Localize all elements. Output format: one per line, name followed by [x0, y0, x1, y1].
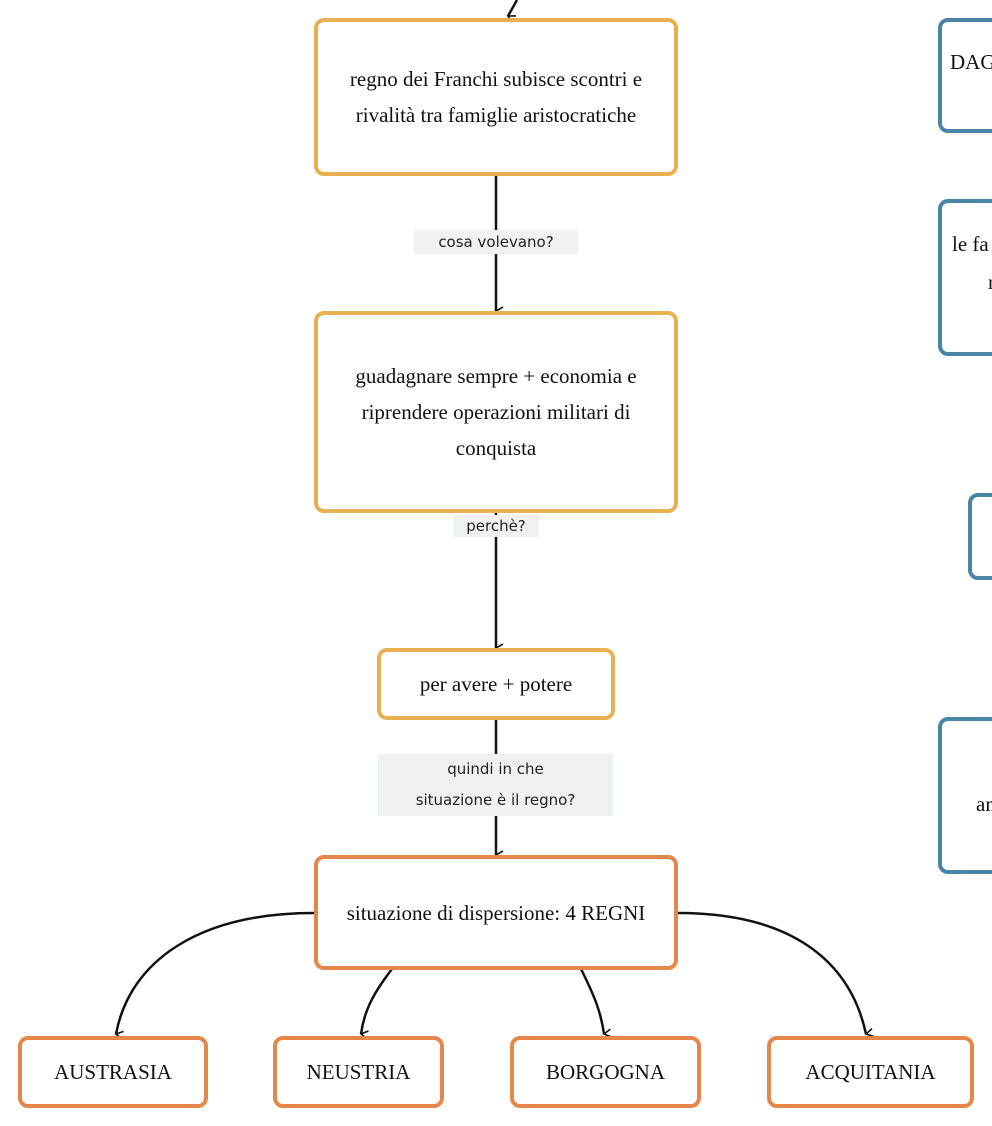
node-acquitania-text: ACQUITANIA: [805, 1060, 936, 1084]
edge-label-quindi-line2: situazione è il regno?: [415, 791, 576, 809]
side-node-4-line1: i: [956, 747, 992, 785]
node-borgogna[interactable]: BORGOGNA: [510, 1036, 701, 1108]
node-dispersione[interactable]: situazione di dispersione: 4 REGNI: [314, 855, 678, 970]
connector-to-neustria: [359, 968, 393, 1040]
connector-to-borgogna: [579, 968, 612, 1038]
side-node-2[interactable]: le fa r: [938, 199, 992, 356]
side-node-4[interactable]: i an: [938, 717, 992, 874]
edge-label-perche-text: perchè?: [466, 517, 526, 535]
node-austrasia-text: AUSTRASIA: [54, 1060, 172, 1084]
side-node-1-text: DAG: [950, 50, 992, 74]
node-borgogna-text: BORGOGNA: [545, 1060, 665, 1084]
edge-label-perche: perchè?: [453, 515, 539, 537]
side-node-2-clip: le fa r: [938, 199, 992, 356]
node-potere[interactable]: per avere + potere: [377, 648, 615, 720]
node-austrasia[interactable]: AUSTRASIA: [18, 1036, 208, 1108]
node-franchi[interactable]: regno dei Franchi subisce scontri e riva…: [314, 18, 678, 176]
node-franchi-text: regno dei Franchi subisce scontri e riva…: [349, 67, 643, 127]
side-node-3-clip: [968, 493, 992, 580]
edge-label-quindi: quindi in che situazione è il regno?: [378, 754, 613, 816]
side-node-1[interactable]: DAG: [938, 18, 992, 133]
node-guadagnare[interactable]: guadagnare sempre + economia e riprender…: [314, 311, 678, 513]
edge-label-cosa-volevano-text: cosa volevano?: [438, 233, 554, 251]
incoming-connector: [506, 0, 519, 24]
node-potere-text: per avere + potere: [419, 672, 573, 696]
side-node-2-line1: le fa: [952, 232, 989, 256]
node-dispersione-text: situazione di dispersione: 4 REGNI: [346, 900, 646, 925]
node-neustria-text: NEUSTRIA: [306, 1060, 411, 1084]
side-node-2-line2: r: [988, 270, 992, 294]
side-node-1-clip: DAG: [938, 18, 992, 133]
edge-label-cosa-volevano: cosa volevano?: [414, 230, 578, 254]
side-node-4-clip: i an: [938, 717, 992, 874]
connector-to-acquitania: [677, 911, 874, 1038]
side-node-3[interactable]: [968, 493, 992, 580]
side-node-4-line2: an: [976, 792, 992, 816]
connector-to-austrasia: [114, 911, 315, 1040]
node-acquitania[interactable]: ACQUITANIA: [767, 1036, 974, 1108]
edge-label-quindi-line1: quindi in che: [447, 760, 544, 778]
node-guadagnare-text: guadagnare sempre + economia e riprender…: [355, 364, 637, 460]
node-neustria[interactable]: NEUSTRIA: [273, 1036, 444, 1108]
